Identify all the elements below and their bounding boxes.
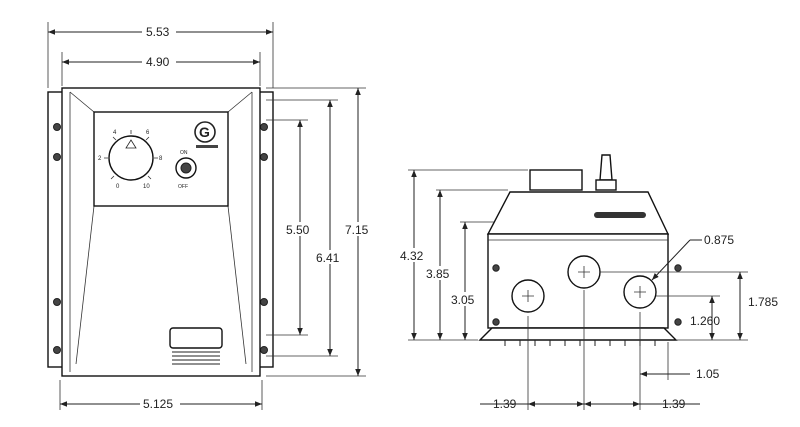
dial-mark-2: 2 [98, 156, 102, 162]
switch-on-label: ON [180, 150, 188, 156]
top-vent [594, 212, 646, 218]
dim-bottom-width: 5.125 [143, 397, 173, 411]
dial-housing [529, 169, 583, 191]
dim-hole-height-upper: 1.785 [748, 295, 778, 309]
dim-height-mid: 6.41 [316, 251, 340, 265]
front-view: 0 2 4 6 8 10 G ON OFF [47, 87, 274, 377]
logo-letter: G [199, 124, 210, 140]
dim-height-overall: 7.15 [345, 223, 369, 237]
knockout-holes [511, 255, 657, 313]
front-dimensions: 5.53 4.90 5.125 5.50 6.41 7.15 [47, 22, 376, 411]
dial-mark-6: 6 [146, 130, 150, 136]
dial-mark-10: 10 [143, 184, 150, 190]
dim-overall-width: 5.53 [146, 25, 170, 39]
company-logo: G [194, 121, 218, 148]
dim-hole-diameter: 0.875 [704, 233, 734, 247]
on-off-switch[interactable]: ON OFF [175, 150, 197, 190]
dial-mark-4: 4 [113, 130, 117, 136]
speed-dial[interactable]: 0 2 4 6 8 10 [98, 130, 163, 190]
dim-side-height-mid: 3.85 [426, 267, 450, 281]
dim-hole-spacing-left: 1.39 [493, 397, 517, 411]
dim-inner-width: 4.90 [146, 55, 170, 69]
dim-side-height-overall: 4.32 [400, 249, 424, 263]
base-plate [478, 327, 678, 341]
dial-mark-8: 8 [159, 156, 163, 162]
side-dimensions: 4.32 3.85 3.05 0.875 1.785 1.260 1.05 1.… [398, 169, 778, 411]
side-screws [492, 264, 682, 326]
dim-side-height-low: 3.05 [451, 293, 475, 307]
dim-edge-offset: 1.05 [696, 367, 720, 381]
switch-off-label: OFF [178, 184, 188, 190]
dim-height-inner: 5.50 [286, 223, 310, 237]
dim-hole-spacing-right: 1.39 [662, 397, 686, 411]
side-view [478, 154, 682, 346]
dim-hole-height-lower: 1.260 [690, 314, 720, 328]
dial-mark-0: 0 [116, 184, 120, 190]
toggle-switch [599, 154, 613, 181]
vent-grille [169, 327, 223, 365]
